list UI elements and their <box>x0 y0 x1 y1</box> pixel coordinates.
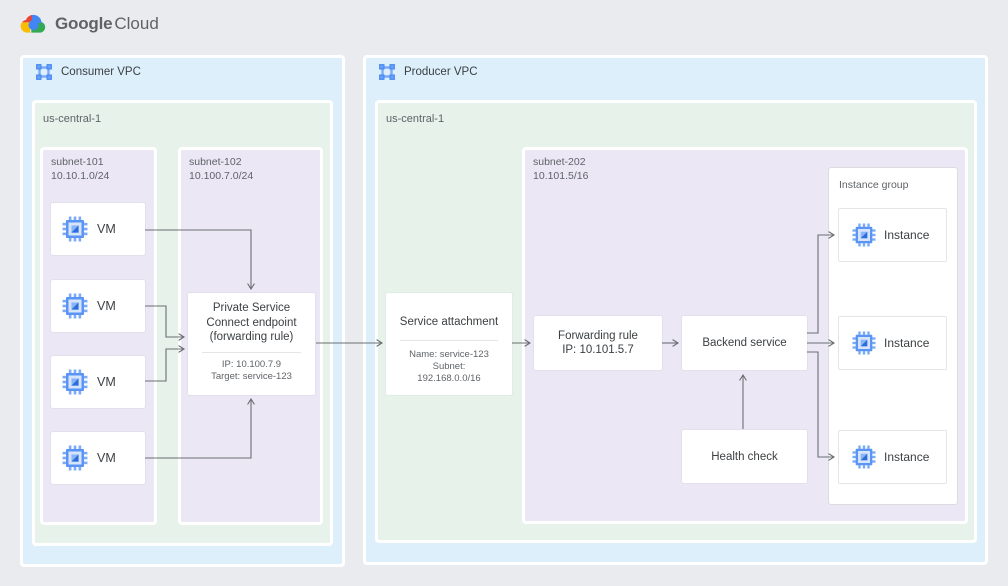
compute-engine-icon <box>62 216 88 242</box>
consumer-vpc-header: Consumer VPC <box>35 63 141 81</box>
subnet-101-cidr: 10.10.1.0/24 <box>51 169 110 182</box>
vm-card-3: VM <box>51 356 145 408</box>
vpc-network-icon <box>378 63 396 81</box>
vm-card-2: VM <box>51 280 145 332</box>
subnet-102-label: subnet-102 10.100.7.0/24 <box>189 156 253 183</box>
compute-engine-icon <box>62 293 88 319</box>
instance-card-1: Instance <box>838 208 947 262</box>
vm-label: VM <box>97 451 116 465</box>
card-divider <box>399 339 499 341</box>
logo-text-google: Google <box>55 14 113 33</box>
consumer-region-label: us-central-1 <box>43 113 102 125</box>
psc-title-line2: Connect endpoint <box>206 316 297 329</box>
instance-label: Instance <box>884 450 930 464</box>
producer-vpc-header: Producer VPC <box>378 63 478 81</box>
health-check-label: Health check <box>711 450 778 463</box>
psc-ip: IP: 10.100.7.9 <box>221 358 282 370</box>
forwarding-rule-title: Forwarding rule <box>558 329 638 342</box>
google-cloud-icon <box>20 14 46 33</box>
health-check-card: Health check <box>682 430 807 483</box>
producer-region-label: us-central-1 <box>386 113 445 125</box>
forwarding-rule-card: Forwarding rule IP: 10.101.5.7 <box>534 316 662 370</box>
backend-service-card: Backend service <box>682 316 807 370</box>
vm-label: VM <box>97 222 116 236</box>
compute-engine-icon <box>852 331 876 355</box>
subnet-202-name: subnet-202 <box>533 156 586 168</box>
vm-card-4: VM <box>51 432 145 484</box>
subnet-101-label: subnet-101 10.10.1.0/24 <box>51 156 109 183</box>
vpc-network-icon <box>35 63 53 81</box>
instance-card-2: Instance <box>838 316 947 370</box>
service-attachment-subnet-label: Subnet: <box>432 360 466 372</box>
compute-engine-icon <box>852 223 876 247</box>
compute-engine-icon <box>852 445 876 469</box>
card-divider <box>201 351 302 353</box>
service-attachment-card: Service attachment Name: service-123 Sub… <box>386 293 512 395</box>
psc-target: Target: service-123 <box>211 370 292 382</box>
subnet-202-cidr: 10.101.5/16 <box>533 169 589 182</box>
subnet-202-label: subnet-202 10.101.5/16 <box>533 156 588 183</box>
subnet-101-name: subnet-101 <box>51 156 104 168</box>
compute-engine-icon <box>62 445 88 471</box>
vm-card-1: VM <box>51 203 145 255</box>
compute-engine-icon <box>62 369 88 395</box>
instance-group-label: Instance group <box>839 179 909 191</box>
instance-card-3: Instance <box>838 430 947 484</box>
consumer-vpc-label: Consumer VPC <box>61 66 141 78</box>
vm-label: VM <box>97 375 116 389</box>
instance-label: Instance <box>884 336 930 350</box>
psc-title-line1: Private Service <box>212 302 291 314</box>
backend-service-label: Backend service <box>702 337 787 349</box>
producer-vpc-label: Producer VPC <box>404 66 478 78</box>
instance-label: Instance <box>884 228 930 242</box>
service-attachment-name: Name: service-123 <box>409 348 489 360</box>
subnet-102-name: subnet-102 <box>189 156 242 168</box>
service-attachment-title: Service attachment <box>399 316 499 328</box>
psc-title-line3: (forwarding rule) <box>209 331 294 343</box>
vm-label: VM <box>97 299 116 313</box>
service-attachment-subnet-cidr: 192.168.0.0/16 <box>417 372 481 384</box>
psc-endpoint-card: Private Service Connect endpoint (forwar… <box>188 293 315 395</box>
forwarding-rule-ip: IP: 10.101.5.7 <box>562 344 634 356</box>
logo-text-cloud: Cloud <box>114 14 159 33</box>
subnet-102-cidr: 10.100.7.0/24 <box>189 169 254 182</box>
